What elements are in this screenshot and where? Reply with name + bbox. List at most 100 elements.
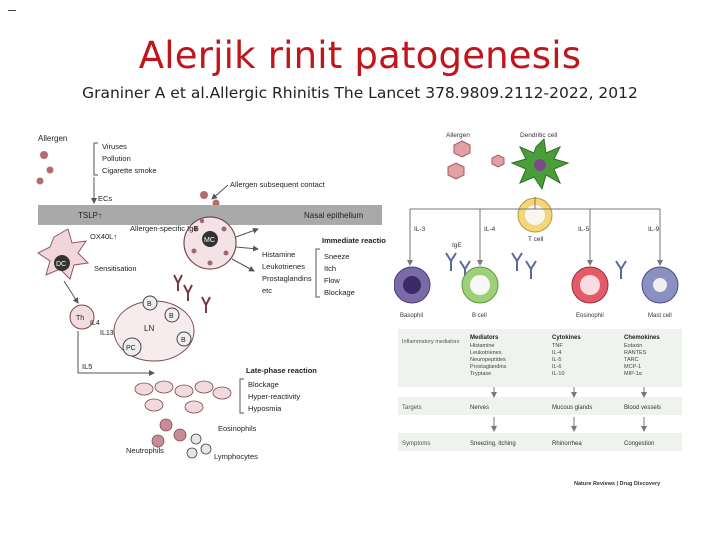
targets-row-bg: [398, 397, 682, 415]
symptoms-row-bg: [398, 433, 682, 451]
th-label: Th: [76, 315, 84, 322]
allergen-label: Allergen: [38, 134, 67, 143]
eosinophils-label: Eosinophils: [218, 424, 257, 433]
il3-label: IL-3: [414, 226, 426, 233]
immediate-reaction-label: Immediate reaction: [322, 236, 386, 245]
il4-label-right: IL-4: [484, 226, 496, 233]
dc-nucleus: [54, 255, 70, 271]
basophil-label: Basophil: [400, 313, 423, 319]
dc-to-th-arrow: [63, 280, 79, 304]
table-arrows: [491, 387, 647, 432]
b-cell-green-nucleus: [470, 275, 490, 295]
pollution-label: Pollution: [102, 154, 131, 163]
mast-cell-granules: [191, 218, 229, 266]
ecs-label: ECs: [98, 194, 112, 203]
dendritic-header: Dendritic cell: [520, 132, 558, 139]
allergen-hexagon-2: [447, 162, 465, 180]
pathogenesis-diagram-left: Allergen Viruses Pollution Cigarette smo…: [36, 134, 386, 461]
ige-right-label: IgE: [452, 242, 462, 249]
tslp-label: TSLP↑: [78, 211, 102, 220]
symptom-congestion: Congestion: [624, 441, 654, 447]
svg-text:IL-6: IL-6: [552, 364, 561, 370]
svg-text:IL-5: IL-5: [552, 357, 561, 363]
svg-text:IL-4: IL-4: [552, 350, 561, 356]
allergen-header: Allergen: [446, 132, 470, 139]
svg-text:Neuropeptides: Neuropeptides: [470, 357, 506, 363]
chemokines-list: Eotaxin RANTES TARC MCP-1 MIP-1α: [624, 343, 647, 377]
col-mediators-header: Mediators: [470, 335, 499, 341]
nasal-epithelium-band: [38, 205, 382, 225]
smoke-label: Cigarette smoke: [102, 166, 157, 175]
blockage-label: Blockage: [324, 288, 355, 297]
il5-path: [77, 331, 155, 376]
symptom-rhinorrhea: Rhinorrhea: [552, 441, 582, 447]
mediators-list: Histamine Leukotrienes Neuropeptides Pro…: [470, 343, 507, 377]
svg-text:Tryptase: Tryptase: [470, 371, 491, 377]
il4-label: IL4: [90, 320, 100, 327]
histamine-label: Histamine: [262, 250, 295, 259]
stimuli-bracket: [93, 142, 98, 176]
eosinophil-nucleus: [580, 275, 600, 295]
dendritic-nucleus: [534, 159, 546, 171]
subsequent-contact-label: Allergen subsequent contact: [230, 180, 326, 189]
svg-text:Leukotrienes: Leukotrienes: [470, 350, 502, 356]
slide-citation: Graniner A et al.Allergic Rhinitis The L…: [82, 84, 638, 102]
b-cell-1: [142, 295, 158, 311]
neutrophil-cluster: [151, 418, 187, 448]
viruses-label: Viruses: [102, 142, 127, 151]
symptoms-label: Symptoms: [402, 441, 430, 447]
hyposmia-label: Hyposmia: [248, 404, 282, 413]
mc-label: MC: [204, 237, 215, 244]
target-mucous: Mucous glands: [552, 405, 592, 411]
inflammatory-label: Inflammatory mediators: [402, 339, 460, 345]
itch-label: Itch: [324, 264, 336, 273]
corner-dash: [8, 10, 16, 11]
mast-cell-right-nucleus: [653, 278, 667, 292]
mast-cell-nucleus: [202, 231, 218, 247]
dendritic-cell: [37, 228, 90, 280]
pc-label: PC: [126, 345, 136, 352]
il13-label: IL13: [100, 330, 114, 337]
target-nerves: Nerves: [470, 405, 489, 411]
svg-text:TNF: TNF: [552, 343, 563, 349]
targets-label: Targets: [402, 405, 422, 411]
b-cell-2-label: B: [169, 313, 174, 320]
allergen-particles: [36, 151, 220, 207]
leukotrienes-label: Leukotrienes: [262, 262, 305, 271]
sneeze-label: Sneeze: [324, 252, 349, 261]
immediate-bracket: [315, 248, 320, 298]
svg-text:Prostaglandins: Prostaglandins: [470, 364, 507, 370]
bcell-label: B cell: [472, 313, 487, 319]
allergen-hexagon-3: [491, 154, 505, 168]
svg-text:MIP-1α: MIP-1α: [624, 371, 643, 377]
svg-text:Eotaxin: Eotaxin: [624, 343, 642, 349]
late-bracket: [239, 378, 244, 414]
lymphocyte-cluster: [186, 433, 212, 459]
il5-label: IL5: [82, 362, 92, 371]
ige-label: Allergen-specific IgE: [130, 224, 198, 233]
late-phase-label: Late-phase reaction: [246, 366, 317, 375]
neutrophils-label: Neutrophils: [126, 446, 164, 455]
hyper-reactivity-label: Hyper-reactivity: [248, 392, 300, 401]
eosinophil-cluster: [134, 380, 232, 414]
svg-text:RANTES: RANTES: [624, 350, 647, 356]
subsequent-arrow: [211, 184, 229, 200]
late-blockage-label: Blockage: [248, 380, 279, 389]
col-chemokines-header: Chemokines: [624, 335, 660, 341]
svg-text:Histamine: Histamine: [470, 343, 494, 349]
eosinophil-label: Eosinophil: [576, 313, 604, 319]
il5-label-right: IL-5: [578, 226, 590, 233]
b-cell-3: [176, 331, 192, 347]
allergen-hexagon-1: [453, 140, 471, 158]
plasma-cell: [122, 337, 142, 357]
svg-text:IL-10: IL-10: [552, 371, 565, 377]
slide-title: Alerjik rinit patogenesis: [138, 34, 582, 77]
col-cytokines-header: Cytokines: [552, 335, 581, 341]
flow-label: Flow: [324, 276, 340, 285]
th-cell: [69, 304, 95, 330]
il9-label: IL-9: [648, 226, 660, 233]
t-cell-nucleus: [525, 205, 545, 225]
lymphocytes-label: Lymphocytes: [214, 452, 258, 461]
dc-label: DC: [56, 261, 66, 268]
symptom-sneezing: Sneezing, itching: [470, 441, 516, 447]
